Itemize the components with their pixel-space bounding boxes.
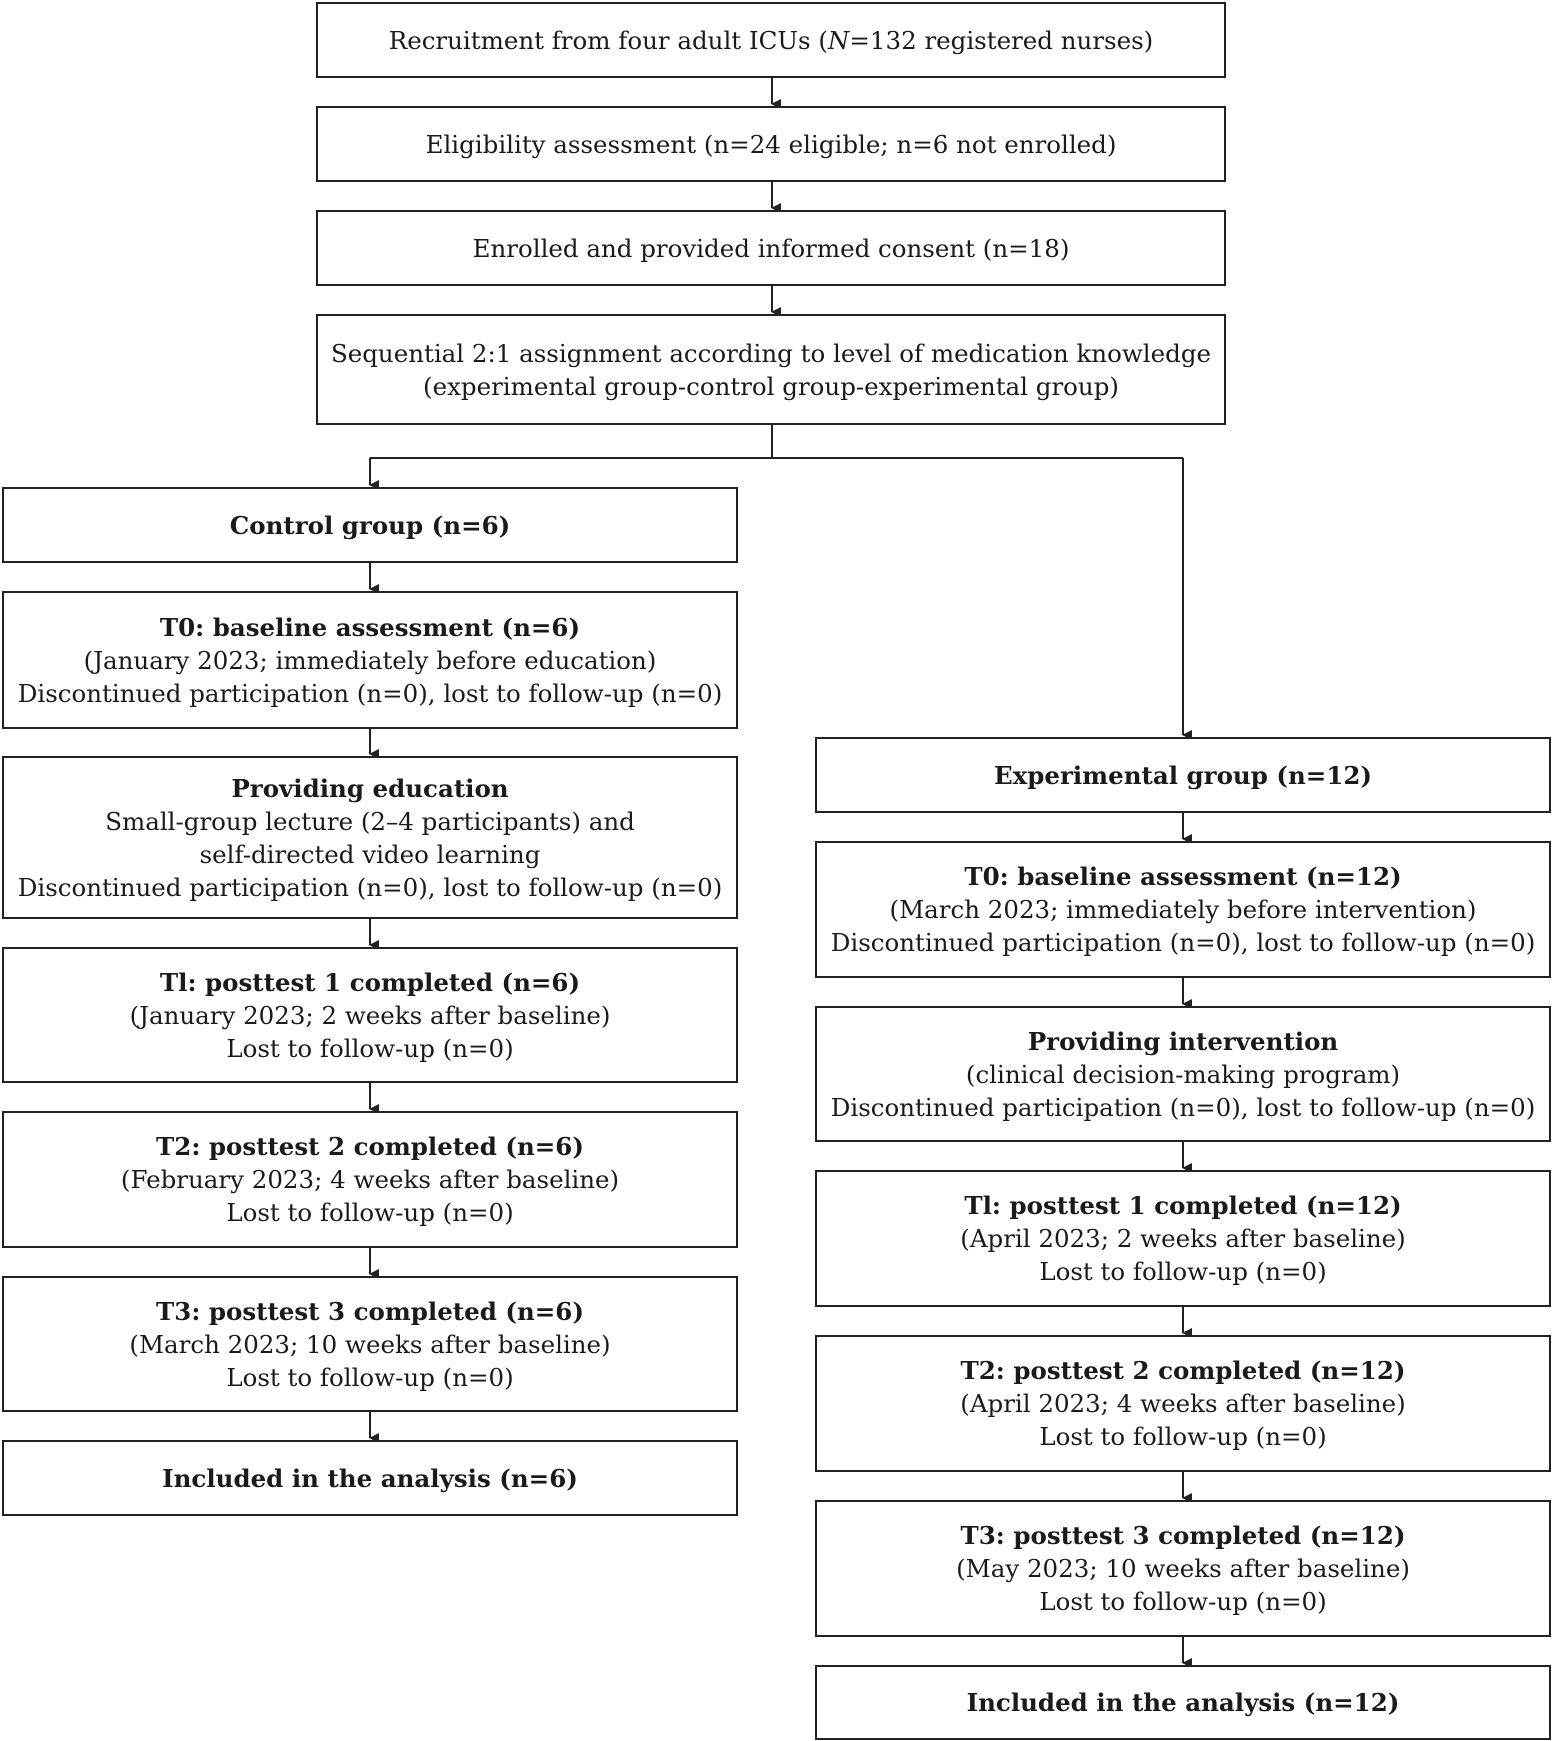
experimental-t0-line1: (March 2023; immediately before interven…	[889, 895, 1477, 924]
control-analysis-title: Included in the analysis (n=6)	[162, 1463, 578, 1493]
experimental-intervention-box: Providing intervention (clinical decisio…	[815, 1006, 1551, 1142]
enrolled-text: Enrolled and provided informed consent (…	[472, 233, 1070, 263]
experimental-t1-line2: Lost to follow-up (n=0)	[1039, 1257, 1327, 1286]
assignment-box: Sequential 2:1 assignment according to l…	[316, 314, 1226, 425]
control-t3-title: T3: posttest 3 completed (n=6)	[156, 1296, 584, 1326]
control-education-line1: Small-group lecture (2–4 participants) a…	[105, 806, 635, 836]
control-t1-line1: (January 2023; 2 weeks after baseline)	[129, 1000, 611, 1030]
control-t3-line2: Lost to follow-up (n=0)	[226, 1362, 514, 1392]
control-t0-line1: (January 2023; immediately before educat…	[83, 645, 657, 675]
experimental-group-title: Experimental group (n=12)	[993, 760, 1373, 790]
control-t3-line1: (March 2023; 10 weeks after baseline)	[129, 1329, 611, 1359]
experimental-t1-title: Tl: posttest 1 completed (n=12)	[964, 1191, 1402, 1220]
control-t2-line1: (February 2023; 4 weeks after baseline)	[120, 1165, 620, 1194]
assignment-line2: (experimental group-control group-experi…	[423, 371, 1119, 401]
experimental-group-box: Experimental group (n=12)	[815, 737, 1551, 813]
experimental-t2-title: T2: posttest 2 completed (n=12)	[960, 1356, 1406, 1385]
assignment-line1: Sequential 2:1 assignment according to l…	[330, 338, 1212, 368]
experimental-intervention-title: Providing intervention	[1027, 1026, 1339, 1056]
experimental-analysis-box: Included in the analysis (n=12)	[815, 1665, 1551, 1740]
control-t2-title: T2: posttest 2 completed (n=6)	[156, 1132, 584, 1161]
control-education-box: Providing education Small-group lecture …	[2, 756, 738, 919]
control-group-title: Control group (n=6)	[229, 510, 511, 540]
experimental-analysis-title: Included in the analysis (n=12)	[966, 1688, 1400, 1717]
eligibility-box: Eligibility assessment (n=24 eligible; n…	[316, 106, 1226, 182]
control-analysis-box: Included in the analysis (n=6)	[2, 1440, 738, 1516]
recruitment-pre: Recruitment from four adult ICUs (	[388, 25, 828, 55]
experimental-t0-title: T0: baseline assessment (n=12)	[964, 862, 1402, 891]
experimental-intervention-line2: Discontinued participation (n=0), lost t…	[830, 1092, 1536, 1122]
recruitment-post: =132 registered nurses)	[849, 25, 1154, 55]
control-t1-line2: Lost to follow-up (n=0)	[226, 1033, 514, 1063]
control-t2-line2: Lost to follow-up (n=0)	[226, 1198, 514, 1227]
control-t3-box: T3: posttest 3 completed (n=6) (March 20…	[2, 1276, 738, 1412]
experimental-t0-box: T0: baseline assessment (n=12) (March 20…	[815, 841, 1551, 978]
experimental-t3-line2: Lost to follow-up (n=0)	[1039, 1587, 1327, 1616]
recruitment-box: Recruitment from four adult ICUs (N=132 …	[316, 2, 1226, 78]
experimental-t3-line1: (May 2023; 10 weeks after baseline)	[956, 1554, 1410, 1583]
enrolled-box: Enrolled and provided informed consent (…	[316, 210, 1226, 286]
control-t0-title: T0: baseline assessment (n=6)	[159, 612, 581, 642]
experimental-t1-line1: (April 2023; 2 weeks after baseline)	[960, 1224, 1406, 1253]
experimental-t3-box: T3: posttest 3 completed (n=12) (May 202…	[815, 1500, 1551, 1637]
control-education-line3: Discontinued participation (n=0), lost t…	[17, 872, 723, 902]
control-t2-box: T2: posttest 2 completed (n=6) (February…	[2, 1111, 738, 1248]
experimental-t0-line2: Discontinued participation (n=0), lost t…	[830, 928, 1536, 957]
eligibility-text: Eligibility assessment (n=24 eligible; n…	[425, 129, 1117, 159]
control-education-title: Providing education	[231, 773, 509, 803]
experimental-t2-line2: Lost to follow-up (n=0)	[1039, 1422, 1327, 1451]
recruitment-n-symbol: N	[827, 25, 850, 55]
experimental-t2-line1: (April 2023; 4 weeks after baseline)	[960, 1389, 1406, 1418]
experimental-t2-box: T2: posttest 2 completed (n=12) (April 2…	[815, 1335, 1551, 1472]
control-t0-box: T0: baseline assessment (n=6) (January 2…	[2, 591, 738, 729]
control-t1-box: Tl: posttest 1 completed (n=6) (January …	[2, 947, 738, 1083]
control-education-line2: self-directed video learning	[199, 839, 541, 869]
control-t0-line2: Discontinued participation (n=0), lost t…	[17, 678, 723, 708]
experimental-t1-box: Tl: posttest 1 completed (n=12) (April 2…	[815, 1170, 1551, 1307]
control-group-box: Control group (n=6)	[2, 487, 738, 563]
control-t1-title: Tl: posttest 1 completed (n=6)	[159, 967, 581, 997]
experimental-intervention-line1: (clinical decision-making program)	[965, 1059, 1401, 1089]
experimental-t3-title: T3: posttest 3 completed (n=12)	[960, 1521, 1406, 1550]
